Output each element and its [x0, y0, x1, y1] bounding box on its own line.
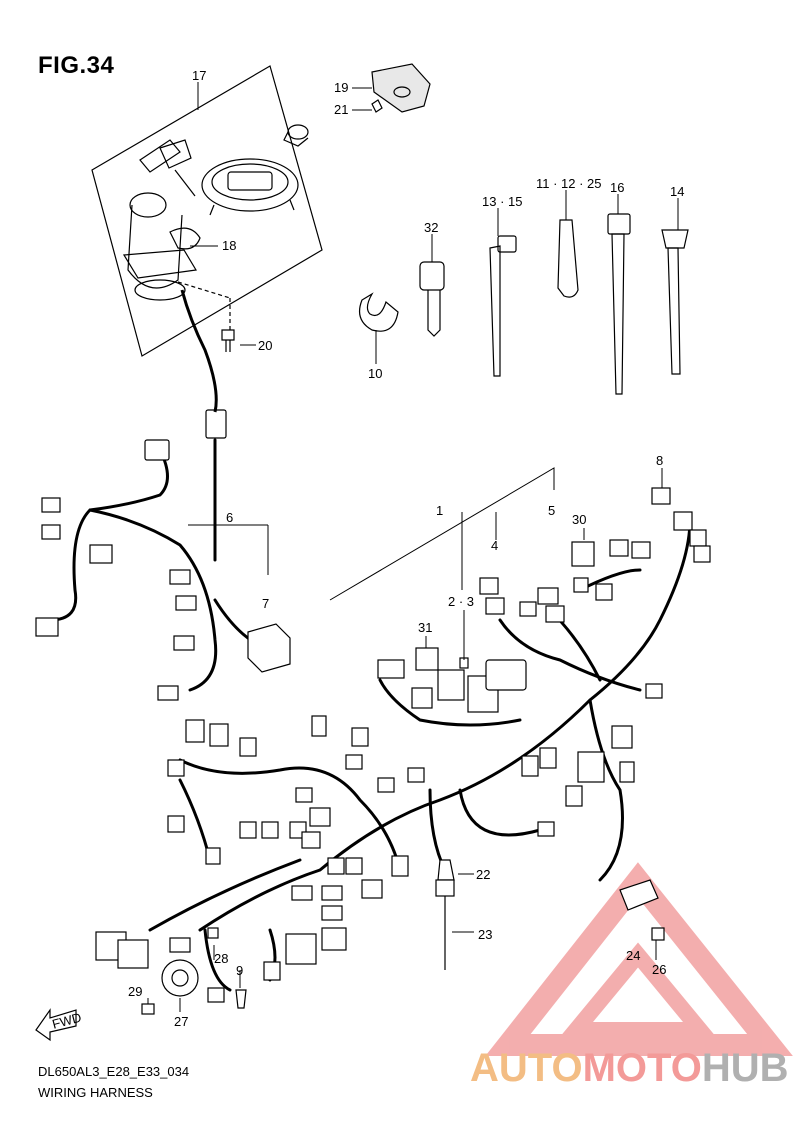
- callout-10: 10: [368, 366, 382, 381]
- callout-13-15: 13 · 15: [482, 194, 522, 209]
- figure-title: FIG.34: [38, 52, 115, 79]
- connectors: [35, 439, 711, 1015]
- callout-2-3: 2 · 3: [448, 594, 474, 609]
- callout-labels: 17 19 21 18 20 32 13 · 15 11 · 12 · 25 1…: [128, 68, 684, 1029]
- callout-18: 18: [222, 238, 236, 253]
- callout-11-12-25: 11 · 12 · 25: [536, 176, 602, 191]
- callout-29: 29: [128, 984, 142, 999]
- diagram-name: WIRING HARNESS: [38, 1085, 153, 1100]
- callout-22: 22: [476, 867, 490, 882]
- callout-1: 1: [436, 503, 443, 518]
- leader-lines: [147, 82, 679, 1012]
- ignition-switch-assembly: [91, 65, 323, 439]
- callout-23: 23: [478, 927, 492, 942]
- diagram-code: DL650AL3_E28_E33_034: [38, 1064, 190, 1079]
- callout-26: 26: [652, 962, 666, 977]
- callout-30: 30: [572, 512, 586, 527]
- watermark-part-1: AUTO: [470, 1046, 583, 1090]
- callout-32: 32: [424, 220, 438, 235]
- callout-16: 16: [610, 180, 624, 195]
- callout-24: 24: [626, 948, 640, 963]
- callout-6: 6: [226, 510, 233, 525]
- callout-28: 28: [214, 951, 228, 966]
- clamps-and-ties: [359, 213, 689, 395]
- callout-27: 27: [174, 1014, 188, 1029]
- key-cover-part: [371, 63, 431, 113]
- callout-14: 14: [670, 184, 684, 199]
- callout-5: 5: [548, 503, 555, 518]
- callout-31: 31: [418, 620, 432, 635]
- callout-20: 20: [258, 338, 272, 353]
- watermark-part-3: HUB: [701, 1046, 789, 1090]
- callout-8: 8: [656, 453, 663, 468]
- callout-9: 9: [236, 963, 243, 978]
- callout-17: 17: [192, 68, 206, 83]
- watermark-triangle-icon: [485, 862, 793, 1056]
- callout-7: 7: [262, 596, 269, 611]
- watermark-part-2: MOTO: [582, 1046, 702, 1090]
- callout-21: 21: [334, 102, 348, 117]
- watermark-text: AUTOMOTOHUB: [470, 1046, 789, 1091]
- callout-4: 4: [491, 538, 498, 553]
- callout-19: 19: [334, 80, 348, 95]
- fwd-label: FWD: [50, 1010, 82, 1032]
- main-harness: [48, 438, 692, 992]
- fwd-arrow-icon: FWD: [35, 1008, 83, 1042]
